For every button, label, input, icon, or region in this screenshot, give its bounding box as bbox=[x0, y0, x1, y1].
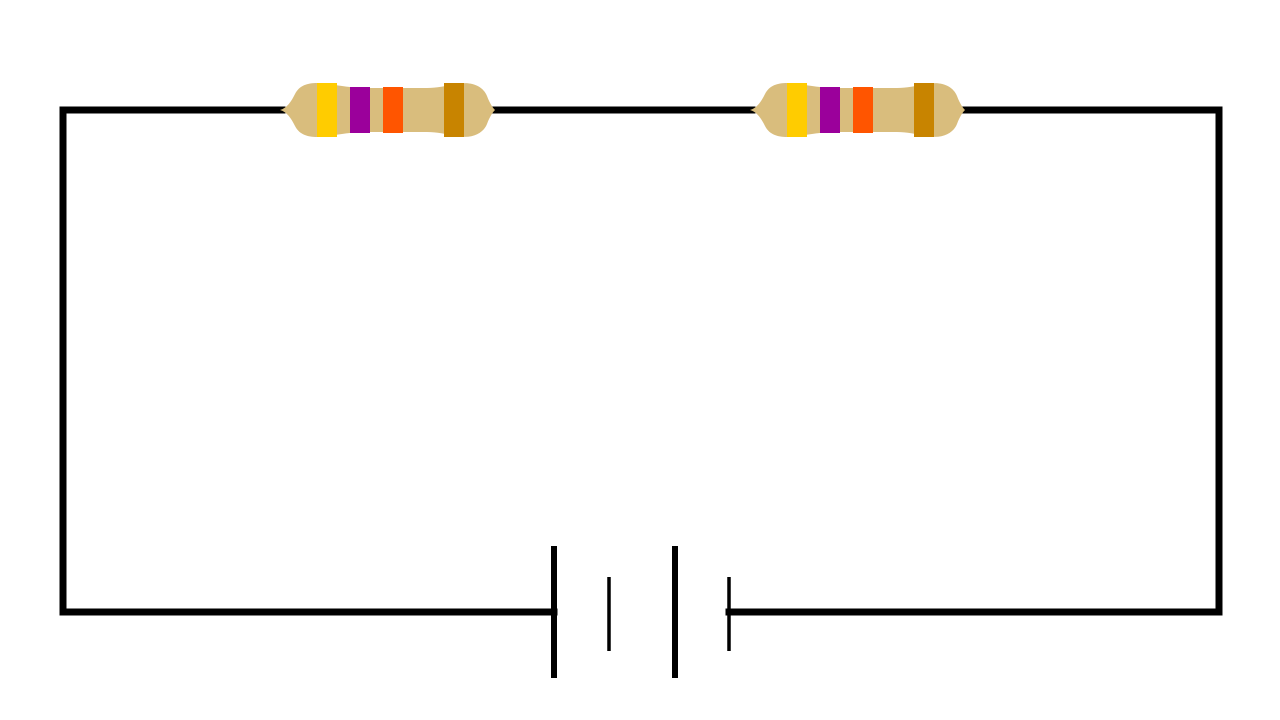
circuit-wires bbox=[59, 106, 1223, 616]
resistor-band-4 bbox=[914, 83, 934, 137]
resistor-band-2 bbox=[350, 87, 370, 133]
resistor-band-4 bbox=[444, 83, 464, 137]
resistor-right bbox=[750, 83, 965, 137]
battery bbox=[551, 546, 731, 678]
resistor-band-3 bbox=[383, 87, 403, 133]
resistor-band-1 bbox=[317, 83, 337, 137]
resistor-band-2 bbox=[820, 87, 840, 133]
resistor-band-3 bbox=[853, 87, 873, 133]
resistor-left bbox=[280, 83, 495, 137]
wire-top-left bbox=[59, 106, 558, 616]
resistor-band-1 bbox=[787, 83, 807, 137]
wire-right bbox=[725, 106, 1223, 616]
